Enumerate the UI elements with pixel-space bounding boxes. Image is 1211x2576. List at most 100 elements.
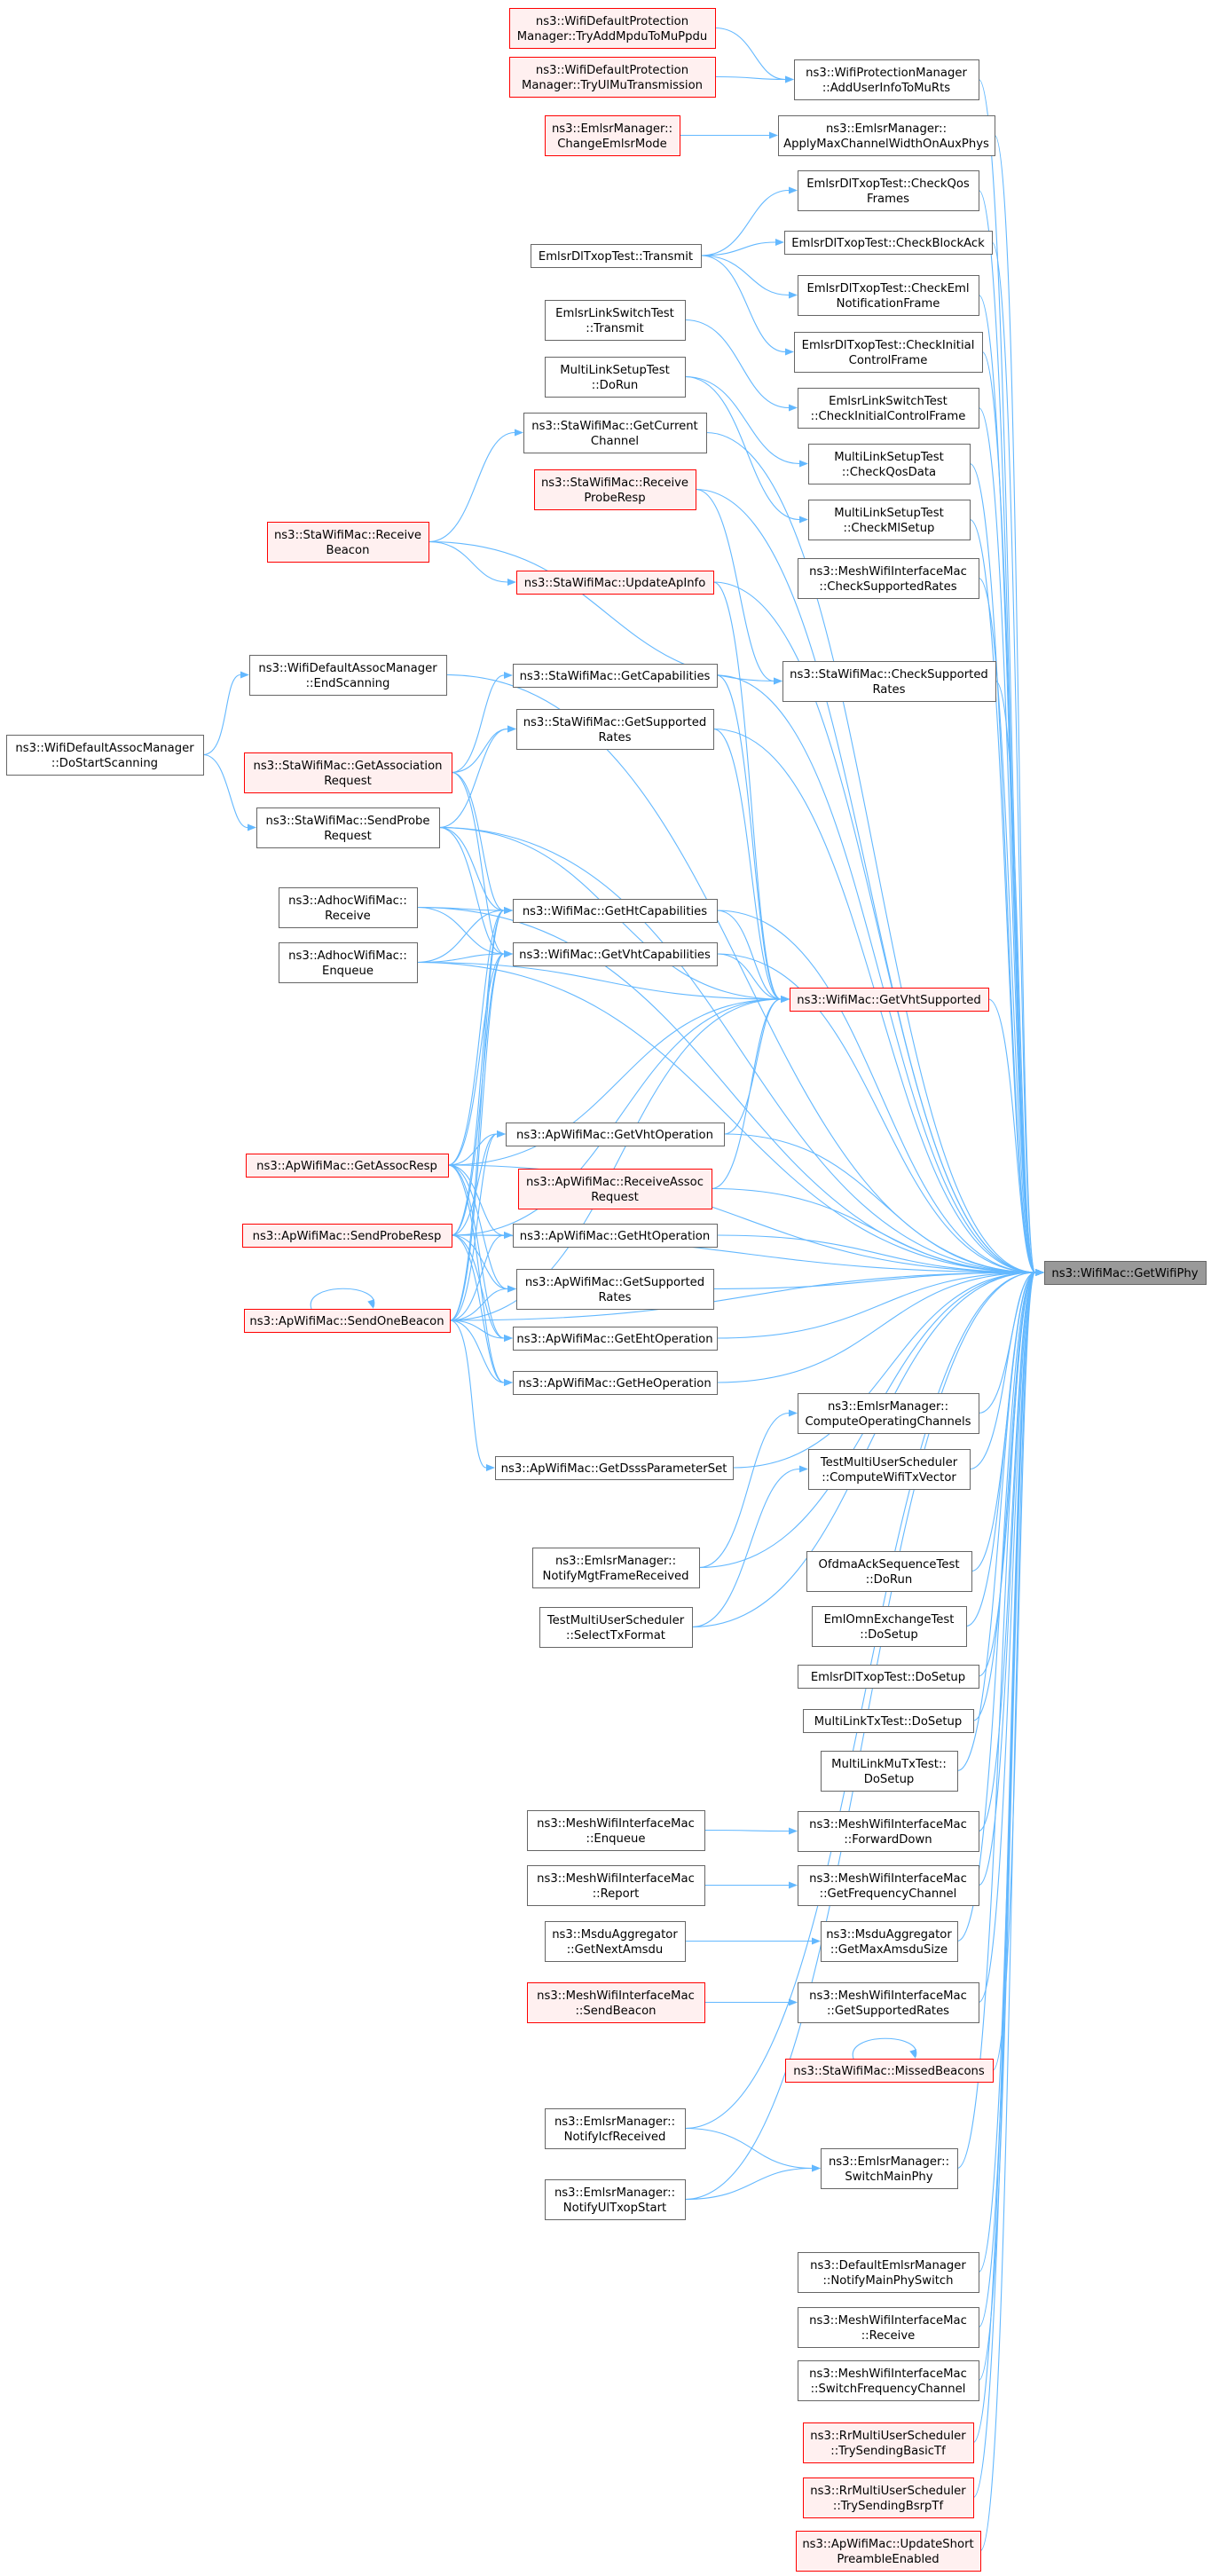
node-n23[interactable]: ns3::StaWifiMac::CheckSupportedRates (782, 661, 996, 702)
edge-line (438, 826, 505, 911)
node-n36[interactable]: ns3::ApWifiMac::GetHtOperation (513, 1224, 718, 1248)
node-n20[interactable]: ns3::StaWifiMac::UpdateApInfo (516, 571, 714, 595)
node-n53[interactable]: ns3::MeshWifiInterfaceMac::Enqueue (527, 1810, 705, 1851)
node-n54[interactable]: ns3::MeshWifiInterfaceMac::ForwardDown (798, 1811, 979, 1852)
node-n45[interactable]: TestMultiUserScheduler::ComputeWifiTxVec… (808, 1449, 971, 1490)
node-n3[interactable]: ns3::WifiProtectionManager::AddUserInfoT… (794, 59, 979, 100)
edge-arrowhead (248, 823, 256, 831)
node-box (796, 2531, 981, 2572)
node-n34[interactable]: ns3::ApWifiMac::GetAssocResp (246, 1154, 449, 1178)
node-n56[interactable]: ns3::MeshWifiInterfaceMac::GetFrequencyC… (798, 1865, 979, 1906)
node-n40[interactable]: ns3::ApWifiMac::SendOneBeacon (244, 1309, 451, 1333)
node-n33[interactable]: ns3::ApWifiMac::GetVhtOperation (506, 1123, 725, 1146)
edge-n48-n45 (691, 1465, 808, 1628)
node-n62[interactable]: ns3::EmlsrManager::NotifyIcfReceived (545, 2108, 686, 2149)
nodes-layer: ns3::WifiDefaultProtectionManager::TryAd… (6, 8, 1207, 2572)
node-n24[interactable]: ns3::StaWifiMac::GetSupportedRates (516, 709, 714, 750)
node-box (545, 1921, 686, 1962)
node-label: TestMultiUserScheduler (547, 1614, 685, 1627)
node-box (513, 664, 718, 688)
node-n44[interactable]: ns3::ApWifiMac::GetDsssParameterSet (495, 1456, 734, 1480)
edge-line (978, 294, 1036, 1273)
node-n28[interactable]: ns3::AdhocWifiMac::Receive (279, 887, 418, 928)
node-n5[interactable]: ns3::EmlsrManager::ApplyMaxChannelWidthO… (778, 115, 995, 156)
node-n66[interactable]: ns3::MeshWifiInterfaceMac::Receive (798, 2307, 979, 2348)
edge-line (716, 910, 782, 1000)
node-n25[interactable]: ns3::WifiDefaultAssocManager::DoStartSca… (6, 735, 204, 776)
node-label: MultiLinkSetupTest (834, 507, 944, 520)
node-n55[interactable]: ns3::MeshWifiInterfaceMac::Report (527, 1865, 705, 1906)
node-n59[interactable]: ns3::MeshWifiInterfaceMac::SendBeacon (527, 1982, 705, 2023)
edge-arrowhead (504, 1335, 513, 1342)
node-n49[interactable]: EmlOmnExchangeTest::DoSetup (812, 1606, 967, 1647)
edge-n31-n32 (716, 953, 790, 1003)
node-n17[interactable]: MultiLinkSetupTest::CheckMlSetup (808, 500, 971, 540)
edge-arrowhead (769, 131, 778, 139)
edge-n57-n58 (684, 1937, 821, 1945)
node-n39[interactable]: ns3::ApWifiMac::GetSupportedRates (516, 1269, 714, 1310)
node-n4[interactable]: ns3::EmlsrManager::ChangeEmlsrMode (545, 115, 680, 156)
node-n1[interactable]: ns3::WifiDefaultProtectionManager::TryAd… (509, 8, 716, 49)
node-label: ns3::WifiMac::GetVhtCapabilities (519, 949, 711, 962)
edge-arrowhead (789, 186, 798, 194)
node-n31[interactable]: ns3::WifiMac::GetVhtCapabilities (513, 942, 718, 966)
node-n10[interactable]: EmlsrLinkSwitchTest::Transmit (545, 300, 686, 341)
node-n51[interactable]: MultiLinkTxTest::DoSetup (803, 1709, 974, 1733)
node-n19[interactable]: ns3::MeshWifiInterfaceMac::CheckSupporte… (798, 558, 979, 599)
node-n61[interactable]: ns3::StaWifiMac::MissedBeacons (785, 2059, 994, 2083)
node-n30[interactable]: ns3::AdhocWifiMac::Enqueue (279, 942, 418, 983)
edge-line (987, 998, 1036, 1273)
node-n43[interactable]: ns3::EmlsrManager::ComputeOperatingChann… (798, 1393, 979, 1434)
node-n65[interactable]: ns3::DefaultEmlsrManager::NotifyMainPhyS… (798, 2252, 979, 2293)
node-n12[interactable]: MultiLinkSetupTest::DoRun (545, 357, 686, 398)
node-n21[interactable]: ns3::WifiDefaultAssocManager::EndScannin… (249, 655, 447, 696)
edge-arrowhead (1035, 1269, 1044, 1276)
node-n15[interactable]: MultiLinkSetupTest::CheckQosData (808, 444, 971, 484)
node-n37[interactable]: ns3::ApWifiMac::SendProbeResp (242, 1224, 452, 1248)
node-n29[interactable]: ns3::WifiMac::GetHtCapabilities (513, 899, 718, 923)
node-n13[interactable]: EmlsrLinkSwitchTest::CheckInitialControl… (798, 388, 979, 429)
edge-arrowhead (799, 516, 808, 524)
node-n64[interactable]: ns3::EmlsrManager::NotifyUlTxopStart (545, 2179, 686, 2220)
node-n7[interactable]: EmlsrDlTxopTest::Transmit (531, 244, 702, 268)
node-n57[interactable]: ns3::MsduAggregator::GetNextAmsdu (545, 1921, 686, 1962)
node-n2[interactable]: ns3::WifiDefaultProtectionManager::TryUl… (509, 57, 716, 98)
node-label: ::CheckQosData (842, 466, 936, 479)
edge-line (684, 375, 800, 521)
edge-line (449, 953, 505, 1321)
node-n38[interactable]: ns3::WifiMac::GetWifiPhy (1044, 1261, 1207, 1285)
node-n11[interactable]: EmlsrDlTxopTest::CheckInitialControlFram… (794, 332, 983, 373)
edge-line (451, 998, 782, 1236)
node-n60[interactable]: ns3::MeshWifiInterfaceMac::GetSupportedR… (798, 1982, 979, 2023)
node-n69[interactable]: ns3::RrMultiUserScheduler::TrySendingBsr… (803, 2478, 974, 2518)
node-n8[interactable]: EmlsrDlTxopTest::CheckBlockAck (784, 231, 993, 255)
node-n41[interactable]: ns3::ApWifiMac::GetEhtOperation (513, 1327, 718, 1351)
node-n63[interactable]: ns3::EmlsrManager::SwitchMainPhy (821, 2148, 958, 2189)
edge-arrowhead (367, 1299, 374, 1309)
node-n42[interactable]: ns3::ApWifiMac::GetHeOperation (513, 1371, 718, 1395)
node-box (821, 1921, 958, 1962)
node-n68[interactable]: ns3::RrMultiUserScheduler::TrySendingBas… (803, 2422, 974, 2463)
node-label: ns3::AdhocWifiMac:: (288, 949, 407, 963)
node-n58[interactable]: ns3::MsduAggregator::GetMaxAmsduSize (821, 1921, 958, 1962)
node-n22[interactable]: ns3::StaWifiMac::GetCapabilities (513, 664, 718, 688)
node-n50[interactable]: EmlsrDlTxopTest::DoSetup (798, 1665, 979, 1689)
node-n52[interactable]: MultiLinkMuTxTest::DoSetup (821, 1751, 958, 1792)
node-n46[interactable]: ns3::EmlsrManager::NotifyMgtFrameReceive… (532, 1548, 700, 1588)
node-n67[interactable]: ns3::MeshWifiInterfaceMac::SwitchFrequen… (798, 2360, 979, 2401)
node-label: EmlsrDlTxopTest::CheckEml (806, 282, 969, 295)
node-label: NotifyIcfReceived (564, 2131, 666, 2144)
node-n70[interactable]: ns3::ApWifiMac::UpdateShortPreambleEnabl… (796, 2531, 981, 2572)
node-n47[interactable]: OfdmaAckSequenceTest::DoRun (806, 1551, 972, 1592)
node-label: OfdmaAckSequenceTest (818, 1558, 959, 1572)
node-n48[interactable]: TestMultiUserScheduler::SelectTxFormat (539, 1607, 693, 1648)
node-n9[interactable]: EmlsrDlTxopTest::CheckEmlNotificationFra… (798, 275, 979, 316)
node-n32[interactable]: ns3::WifiMac::GetVhtSupported (790, 988, 989, 1012)
